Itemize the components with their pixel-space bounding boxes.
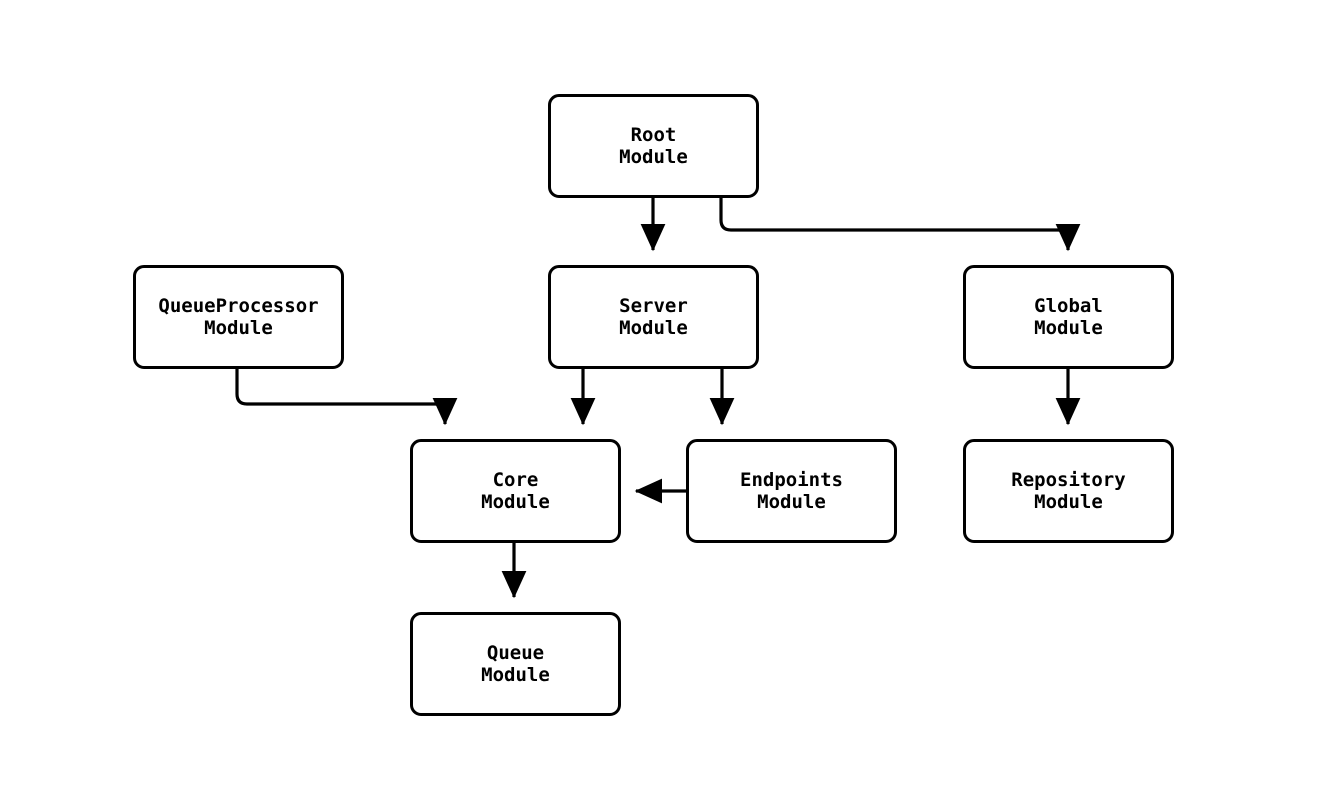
node-label-line1: Endpoints	[740, 469, 843, 491]
node-label-line2: Module	[1034, 317, 1103, 339]
edge-root-to-global	[719, 198, 1081, 252]
node-label-line1: QueueProcessor	[158, 295, 319, 317]
node-root-module[interactable]: Root Module	[548, 94, 759, 198]
node-queueprocessor-module[interactable]: QueueProcessor Module	[133, 265, 344, 369]
node-server-module[interactable]: Server Module	[548, 265, 759, 369]
node-queue-module[interactable]: Queue Module	[410, 612, 621, 716]
node-label-line2: Module	[619, 146, 688, 168]
node-label-line2: Module	[481, 664, 550, 686]
node-endpoints-module[interactable]: Endpoints Module	[686, 439, 897, 543]
node-label-line2: Module	[1034, 491, 1103, 513]
node-label-line2: Module	[204, 317, 273, 339]
node-global-module[interactable]: Global Module	[963, 265, 1174, 369]
node-core-module[interactable]: Core Module	[410, 439, 621, 543]
edge-queueprocessor-to-core	[235, 369, 458, 426]
node-label-line2: Module	[481, 491, 550, 513]
node-label-line2: Module	[757, 491, 826, 513]
node-label-line1: Root	[630, 124, 677, 146]
node-label-line1: Server	[619, 295, 688, 317]
node-label-line2: Module	[619, 317, 688, 339]
node-label-line1: Repository	[1011, 469, 1126, 491]
node-label-line1: Queue	[486, 642, 545, 664]
node-label-line1: Core	[492, 469, 539, 491]
node-label-line1: Global	[1034, 295, 1103, 317]
node-repository-module[interactable]: Repository Module	[963, 439, 1174, 543]
